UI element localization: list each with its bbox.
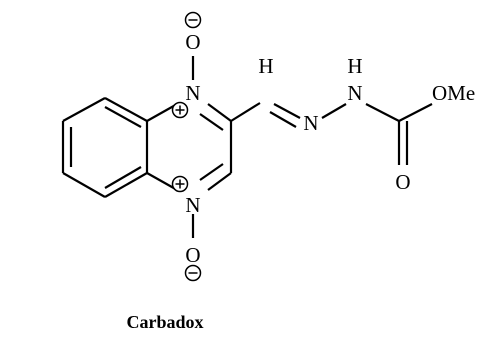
positive-charge-icon	[171, 101, 189, 119]
oxide-oxygen-top: O	[185, 30, 200, 54]
imine-nitrogen: N	[303, 111, 318, 135]
pyrazine-ring	[146, 102, 233, 192]
amide-nitrogen: N	[347, 81, 362, 105]
amide-hydrogen: H	[347, 54, 362, 78]
compound-name-caption: Carbadox	[126, 312, 203, 332]
methoxy-group: OMe	[432, 81, 475, 105]
n-oxide-nitrogen-bottom: N	[185, 193, 200, 217]
benzene-ring	[61, 97, 149, 198]
positive-charge-icon	[171, 175, 189, 193]
negative-charge-icon	[184, 11, 202, 29]
imine-hydrogen: H	[258, 54, 273, 78]
side-chain	[230, 102, 433, 165]
oxide-oxygen-bottom: O	[185, 243, 200, 267]
n-oxide-nitrogen-top: N	[185, 81, 200, 105]
negative-charge-icon	[184, 264, 202, 282]
carbonyl-oxygen: O	[395, 170, 410, 194]
